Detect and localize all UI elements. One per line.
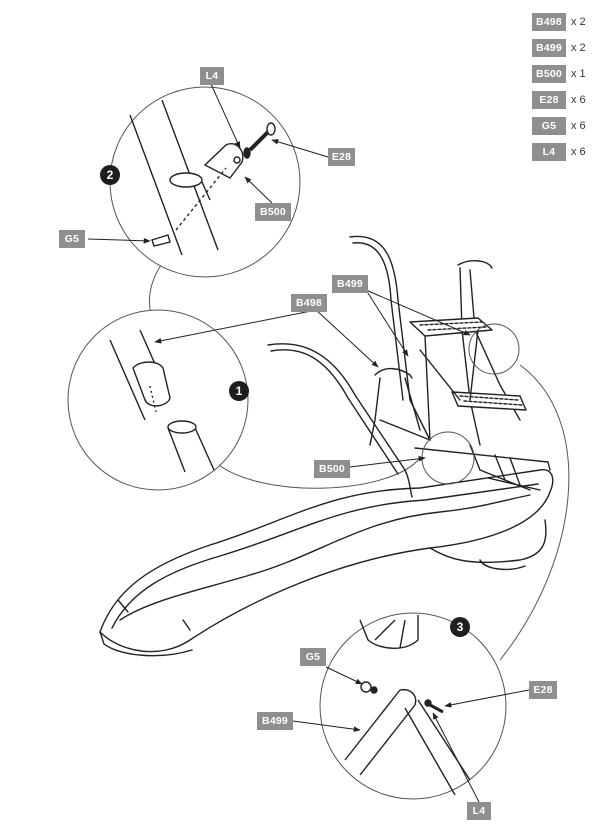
callout-b500-main: B500 [314,460,350,478]
main-highlight-joint [421,431,475,485]
callout-b500-detail2: B500 [255,203,291,221]
part-qty-e28: x 6 [571,94,586,106]
callout-g5-detail2: G5 [59,230,85,248]
step-3-badge: 3 [450,617,470,637]
slide-assembly [99,235,554,657]
detail-2-circle [109,86,301,278]
callout-l4-detail3: L4 [467,802,491,820]
part-qty-g5: x 6 [571,120,586,132]
part-qty-b500: x 1 [571,68,586,80]
handrail-left [267,343,413,498]
part-qty-l4: x 6 [571,146,586,158]
handrail-back [349,235,431,441]
callout-b499-detail3: B499 [257,712,293,730]
part-code-b498: B498 [532,13,566,31]
main-highlight-top-right [468,323,520,375]
step-1-badge: 1 [229,381,249,401]
part-code-l4: L4 [532,143,566,161]
callout-e28-detail2: E28 [328,148,355,166]
part-code-b500: B500 [532,65,566,83]
part-code-e28: E28 [532,91,566,109]
ladder-step-lower [451,391,527,411]
ladder-right [457,260,493,269]
callout-b498-main: B498 [291,294,327,312]
callout-b499-main: B499 [332,275,368,293]
leader-lines [87,83,530,803]
part-qty-b499: x 2 [571,42,586,54]
part-qty-b498: x 2 [571,16,586,28]
part-code-g5: G5 [532,117,566,135]
slide-bed [99,469,554,653]
detail-1-circle [67,309,249,491]
callout-e28-detail3: E28 [529,681,557,699]
step-2-badge: 2 [100,165,120,185]
part-code-b499: B499 [532,39,566,57]
detail-3-circle [319,612,507,800]
callout-l4-detail2: L4 [200,67,224,85]
ladder-left [374,367,413,379]
callout-g5-detail3: G5 [300,648,326,666]
